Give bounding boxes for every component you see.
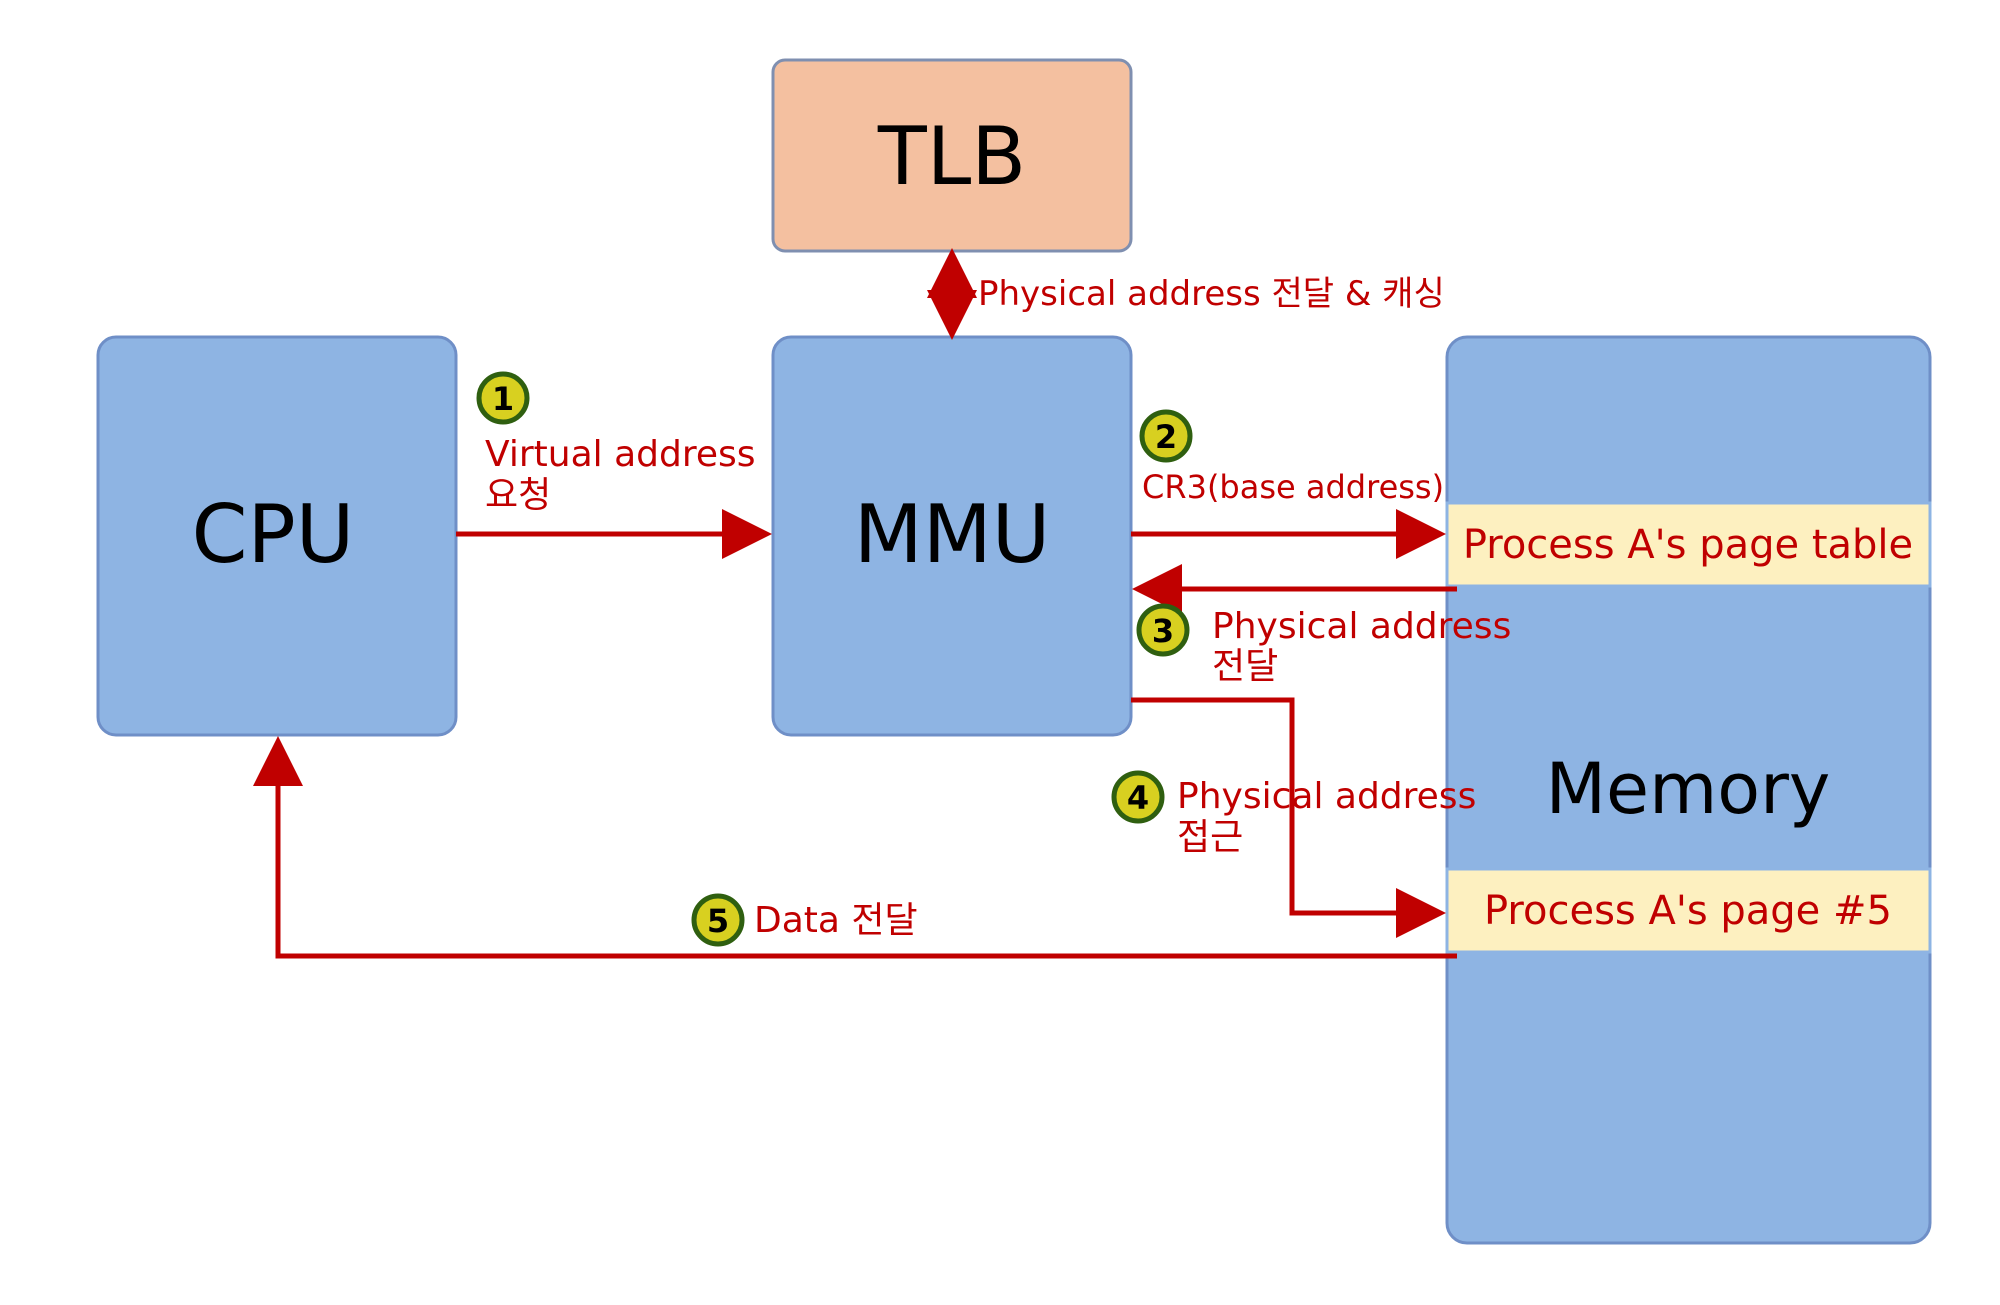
step3-badge: 3 bbox=[1136, 603, 1190, 657]
step2-number: 2 bbox=[1155, 418, 1177, 456]
step1-number: 1 bbox=[492, 380, 514, 418]
step3-line2: 전달 bbox=[1212, 646, 1278, 687]
cpu-label: CPU bbox=[192, 488, 355, 581]
mmu-label: MMU bbox=[854, 488, 1051, 581]
tlb-box: TLB bbox=[771, 58, 1133, 253]
tlb-label: TLB bbox=[877, 110, 1026, 203]
step5-badge: 5 bbox=[691, 893, 745, 947]
step5-arrow bbox=[253, 736, 1457, 959]
page-table-region: Process A's page table bbox=[1445, 501, 1932, 588]
step5-number: 5 bbox=[707, 902, 729, 940]
page5-region: Process A's page #5 bbox=[1445, 867, 1932, 954]
tlb-link-label: Physical address 전달 & 캐싱 bbox=[978, 274, 1445, 314]
memory-label: Memory bbox=[1546, 748, 1831, 830]
step3-number: 3 bbox=[1152, 612, 1174, 650]
step4-line1: Physical address bbox=[1177, 776, 1476, 817]
cpu-box: CPU bbox=[96, 335, 458, 737]
step4-arrow bbox=[1131, 697, 1446, 938]
step3-line1: Physical address bbox=[1212, 606, 1511, 647]
step1-line1: Virtual address bbox=[485, 434, 756, 475]
step1-badge: 1 bbox=[476, 371, 530, 425]
page5-label: Process A's page #5 bbox=[1484, 888, 1892, 934]
page-table-label: Process A's page table bbox=[1463, 522, 1913, 568]
step4-line2: 접근 bbox=[1177, 817, 1243, 858]
step4-badge: 4 bbox=[1111, 770, 1165, 824]
step2-line1: CR3(base address) bbox=[1142, 468, 1444, 506]
step2-badge: 2 bbox=[1139, 409, 1193, 463]
step5-line1: Data 전달 bbox=[754, 900, 918, 941]
mmu-box: MMU bbox=[771, 335, 1133, 737]
step1-line2: 요청 bbox=[485, 475, 551, 516]
memory-box: Memory bbox=[1445, 335, 1932, 1245]
step4-number: 4 bbox=[1127, 779, 1149, 817]
